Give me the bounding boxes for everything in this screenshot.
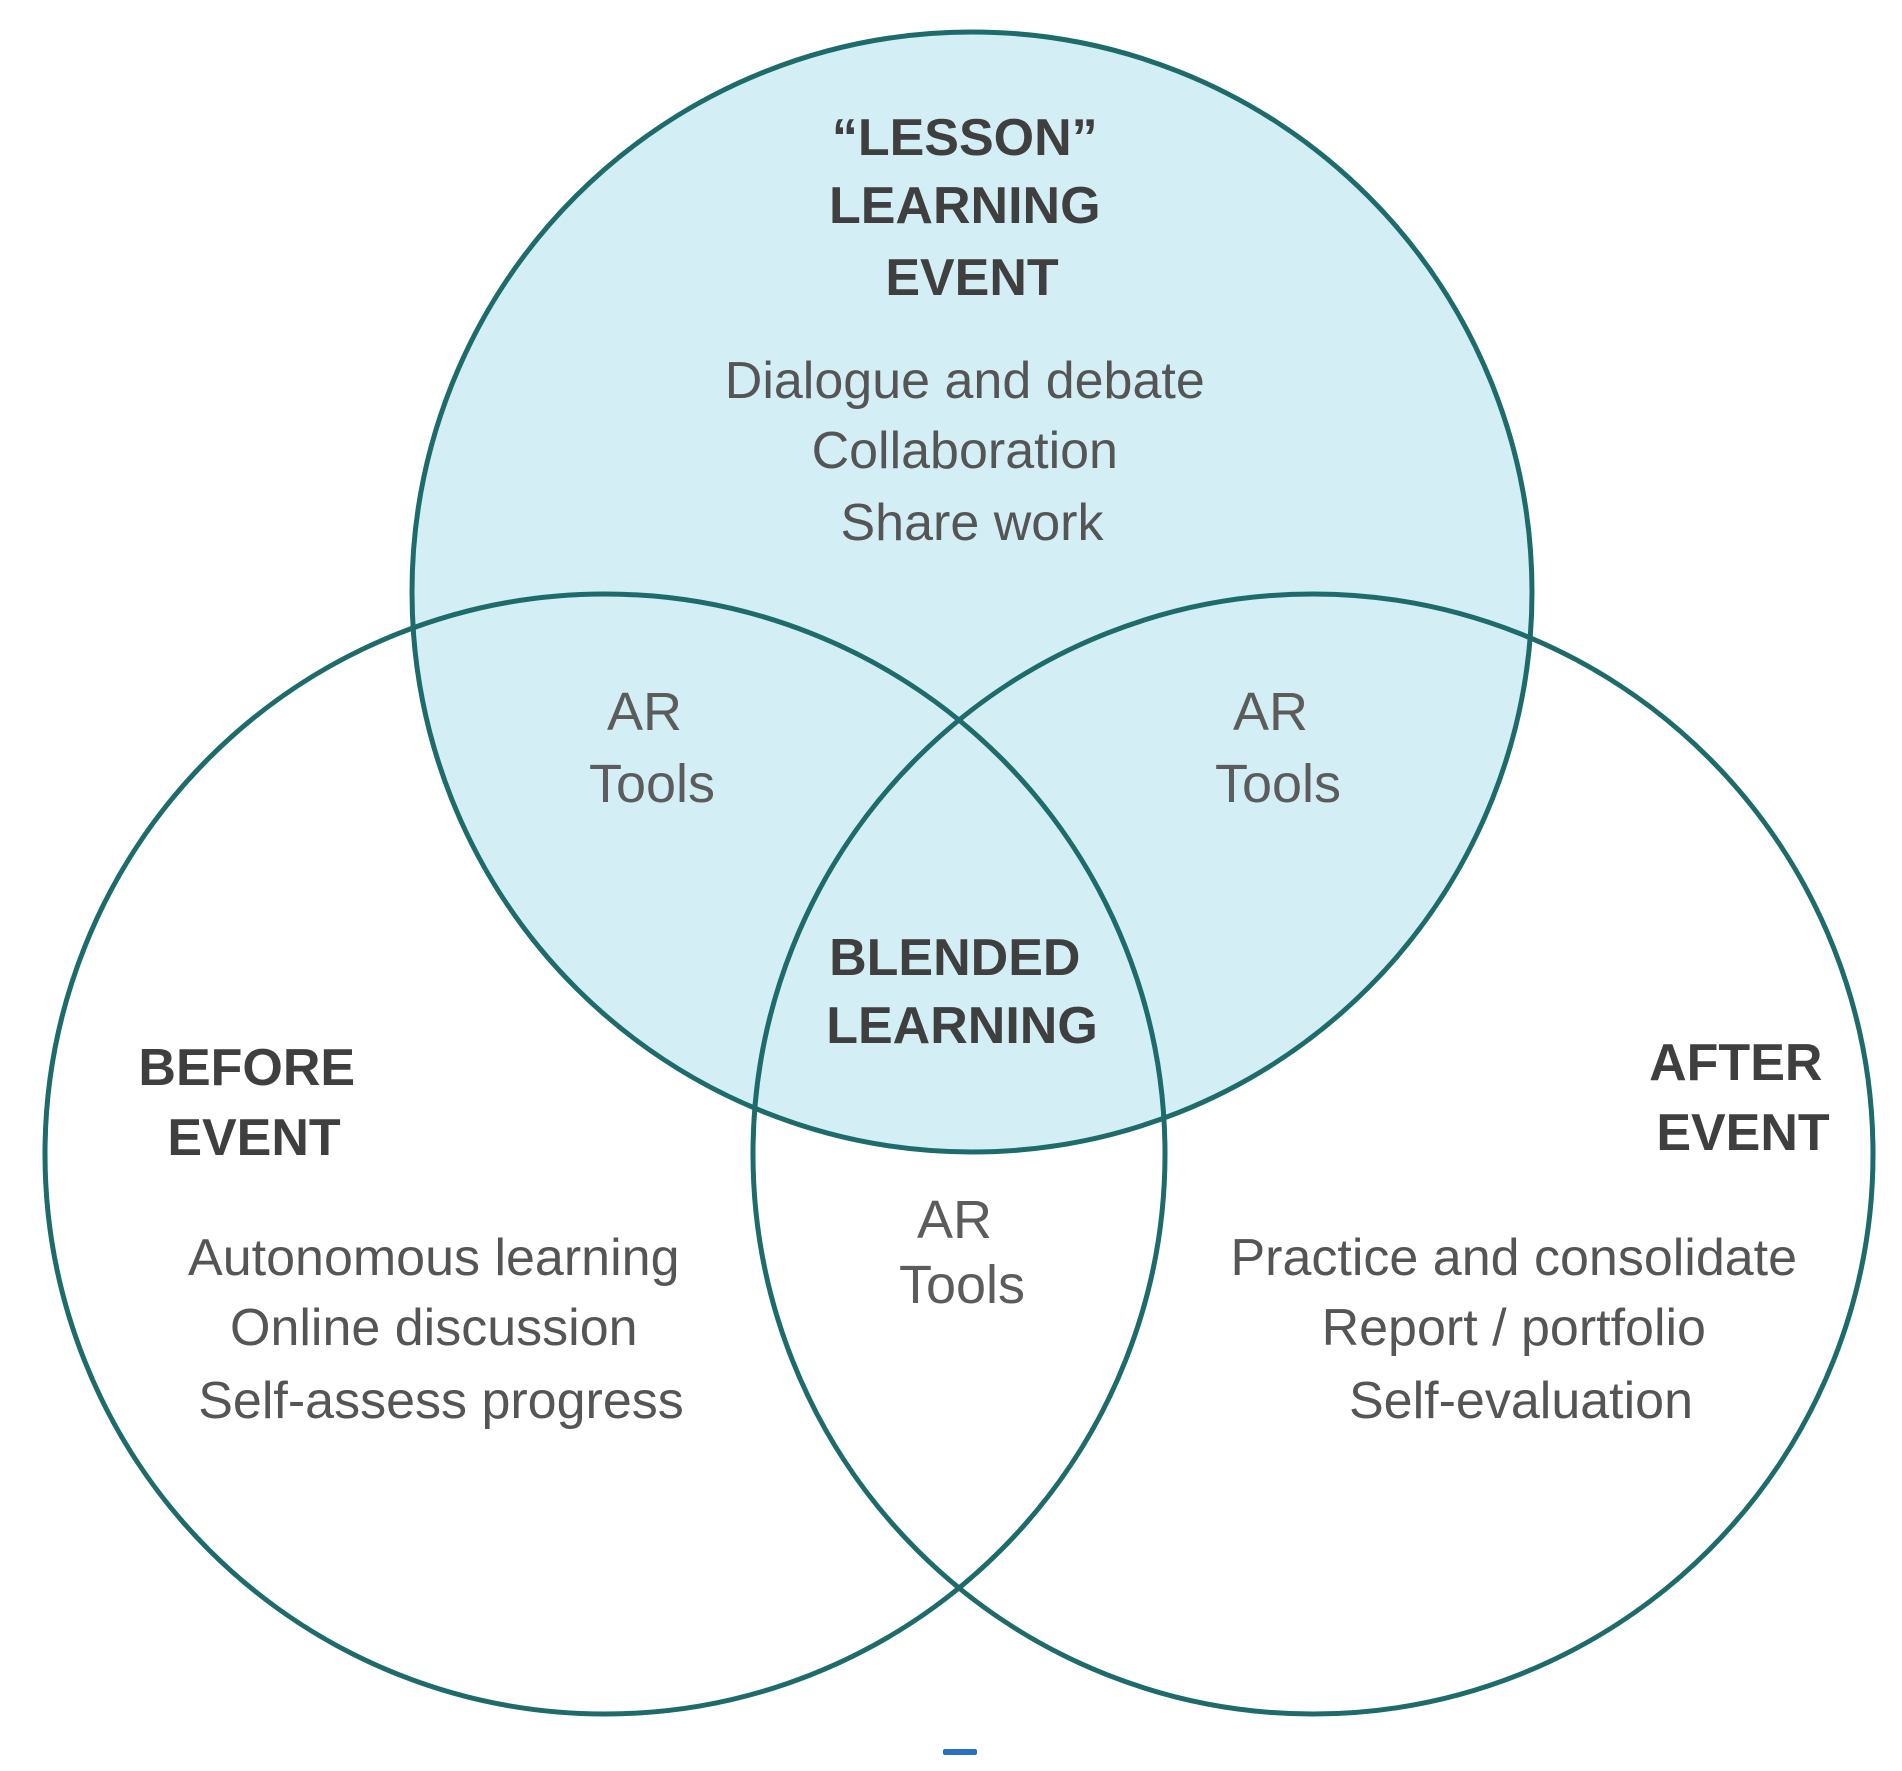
lesson-activity: Share work [841,494,1105,552]
dash-mark [943,1749,977,1755]
after-event-circle [750,591,1876,1717]
before-heading-line: EVENT [167,1109,341,1167]
before-activity: Online discussion [230,1299,638,1357]
overlap-line: AR [917,1190,992,1250]
center-label: BLENDED LEARNING [826,929,1098,1055]
lesson-circle-fill [412,32,1532,1152]
overlap-line: Tools [1215,754,1341,814]
lesson-heading-line: “LESSON” [832,109,1098,167]
after-activity: Self-evaluation [1349,1372,1693,1430]
before-activity: Autonomous learning [188,1229,679,1287]
overlap-line: AR [607,682,682,742]
before-heading-line: BEFORE [138,1039,355,1097]
overlap-line: Tools [589,754,715,814]
before-event-circle [42,591,1168,1717]
center-line: LEARNING [826,997,1098,1055]
before-activity: Self-assess progress [198,1372,684,1430]
lesson-heading: “LESSON” LEARNING EVENT [829,109,1115,307]
overlap-lesson-before-label: AR Tools [589,682,715,814]
lesson-activity: Collaboration [812,422,1118,480]
lesson-activities: Dialogue and debate Collaboration Share … [725,352,1219,552]
overlap-line: Tools [899,1255,1025,1315]
lesson-activity: Dialogue and debate [725,352,1205,410]
after-heading-line: AFTER [1649,1034,1822,1092]
after-activity: Practice and consolidate [1230,1229,1797,1287]
after-heading-line: EVENT [1656,1104,1830,1162]
before-activities: Autonomous learning Online discussion Se… [188,1229,694,1430]
lesson-event-circle [409,29,1535,1155]
after-activity: Report / portfolio [1322,1299,1706,1357]
overlap-before-after-label: AR Tools [899,1190,1025,1315]
lesson-heading-line: LEARNING [829,177,1101,235]
lesson-heading-line: EVENT [885,249,1059,307]
before-heading: BEFORE EVENT [138,1039,369,1167]
after-heading: AFTER EVENT [1649,1034,1837,1162]
overlap-line: AR [1233,682,1308,742]
center-line: BLENDED [829,929,1080,987]
overlap-lesson-after-label: AR Tools [1215,682,1341,814]
after-activities: Practice and consolidate Report / portfo… [1230,1229,1811,1430]
